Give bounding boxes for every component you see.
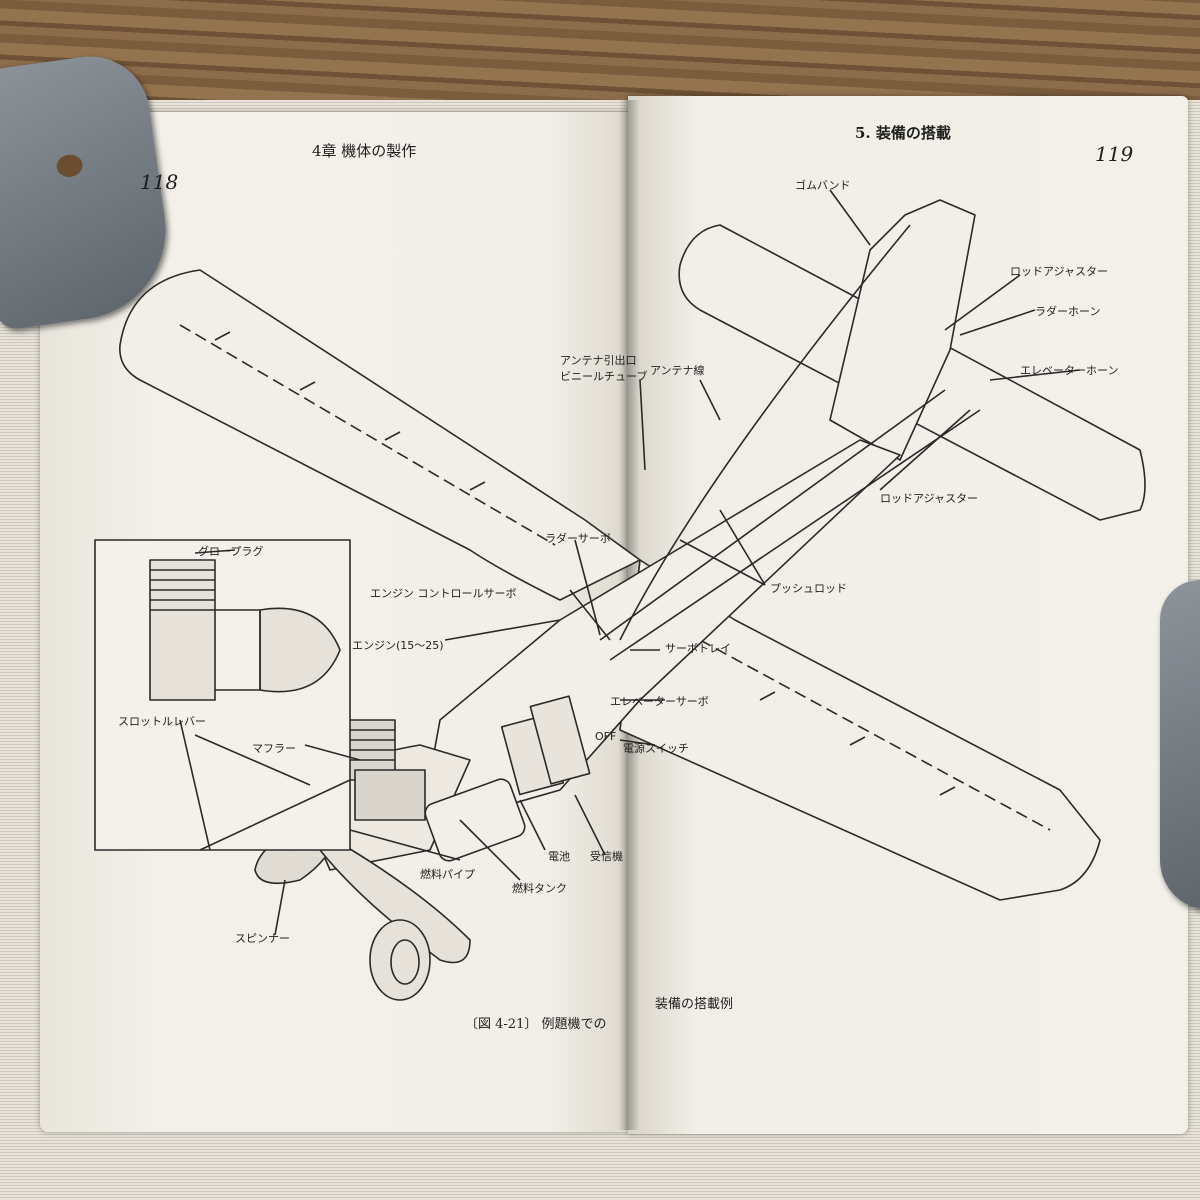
label-throttle-lever: スロットルレバー	[118, 715, 206, 728]
label-spinner: スピンナー	[235, 932, 290, 945]
label-rubber-band: ゴムバンド	[795, 179, 851, 192]
label-rudder-servo: ラダーサーボ	[545, 532, 611, 545]
label-glow-plug: グロープラグ	[198, 545, 264, 558]
figure-caption-left: 〔図 4-21〕 例題機での	[465, 1017, 607, 1032]
label-elevator-horn: エレベーターホーン	[1020, 364, 1119, 377]
label-antenna-wire: アンテナ線	[650, 364, 705, 377]
left-page-number: 118	[140, 170, 179, 194]
right-page-header: 5. 装備の搭載	[855, 124, 951, 142]
label-power-switch: 電源スイッチ	[623, 742, 689, 755]
label-engine-control-servo: エンジン コントロールサーボ	[370, 587, 517, 600]
label-muffler: マフラー	[252, 742, 296, 755]
label-push-rod: プッシュロッド	[770, 582, 847, 595]
right-page-number: 119	[1095, 142, 1134, 166]
label-servo-tray: サーボトレイ	[665, 642, 731, 655]
label-fuel-tank: 燃料タンク	[512, 882, 567, 895]
figure-caption-right: 装備の搭載例	[655, 997, 734, 1012]
label-antenna-exit: アンテナ引出口	[560, 354, 637, 367]
label-elevator-servo: エレベーターサーボ	[610, 695, 709, 708]
label-receiver: 受信機	[590, 850, 623, 863]
left-page-header: 4章 機体の製作	[312, 142, 417, 160]
right-book-clip	[1160, 580, 1200, 910]
label-rudder-horn: ラダーホーン	[1035, 305, 1101, 318]
label-off: OFF	[595, 730, 617, 743]
label-engine: エンジン(15〜25)	[352, 639, 444, 652]
label-battery: 電池	[548, 850, 570, 863]
label-fuel-pipe: 燃料パイプ	[420, 868, 475, 881]
label-rod-adjuster-top: ロッドアジャスター	[1010, 265, 1109, 278]
label-rod-adjuster-bottom: ロッドアジャスター	[880, 492, 979, 505]
label-vinyl-tube: ビニールチューブ	[560, 370, 648, 383]
